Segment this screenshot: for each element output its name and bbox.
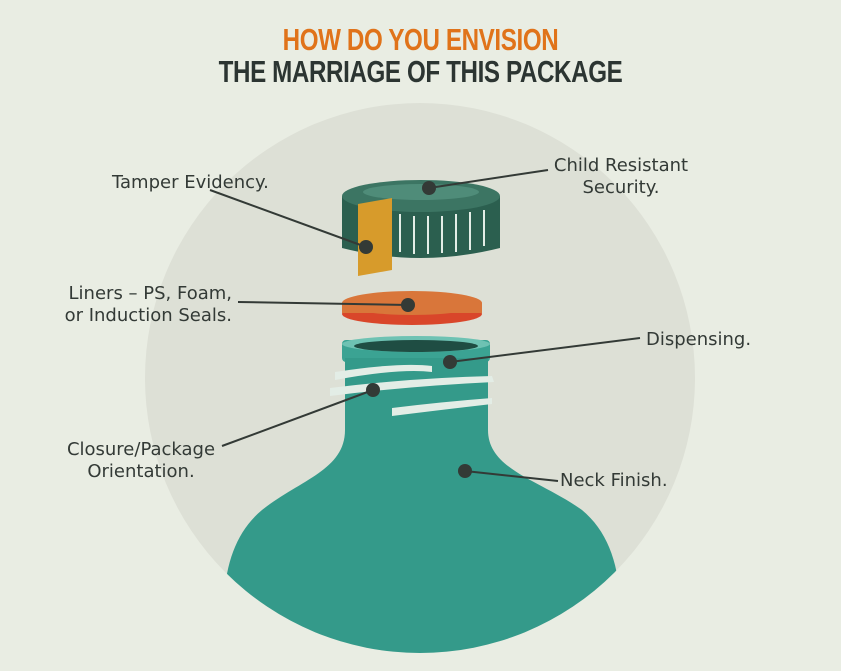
neck-opening — [354, 340, 478, 352]
dot-tamper — [359, 240, 373, 254]
label-neck-finish-line1: Neck Finish. — [560, 470, 668, 491]
leader-tamper — [209, 189, 367, 248]
leader-neck-finish — [464, 470, 559, 482]
tamper-band — [358, 198, 392, 276]
cap-ridges — [399, 210, 485, 254]
label-tamper: Tamper Evidency. — [112, 172, 269, 194]
label-liners-line2: or Induction Seals. — [64, 305, 232, 326]
leader-closure — [221, 389, 374, 447]
dot-closure — [366, 383, 380, 397]
label-closure-line1: Closure/Package — [66, 439, 216, 460]
label-liners-line1: Liners – PS, Foam, — [68, 283, 232, 304]
dot-child-resistant — [422, 181, 436, 195]
leader-dispensing — [449, 337, 641, 363]
cap-top-inner — [363, 184, 479, 200]
label-closure-line2: Orientation. — [87, 461, 195, 482]
thread-3 — [392, 398, 492, 416]
label-liners: Liners – PS, Foam, or Induction Seals. — [50, 283, 232, 327]
label-dispensing-line1: Dispensing. — [646, 329, 752, 350]
label-child-resistant: Child Resistant Security. — [546, 155, 696, 199]
leader-liners — [237, 301, 409, 306]
label-tamper-line1: Tamper Evidency. — [112, 172, 269, 193]
bottle-body — [224, 390, 620, 653]
dot-dispensing — [443, 355, 457, 369]
dot-liners — [401, 298, 415, 312]
label-neck-finish: Neck Finish. — [560, 470, 668, 492]
title-line-1: HOW DO YOU ENVISION — [282, 22, 559, 57]
dot-neck-finish — [458, 464, 472, 478]
label-closure: Closure/Package Orientation. — [58, 439, 224, 483]
thread-1 — [335, 364, 432, 380]
label-child-resistant-line1: Child Resistant — [553, 155, 689, 176]
label-dispensing: Dispensing. — [646, 329, 751, 351]
label-child-resistant-line2: Security. — [582, 177, 660, 198]
leader-child-resistant — [428, 169, 549, 189]
title-line-2: THE MARRIAGE OF THIS PACKAGE — [218, 54, 623, 89]
